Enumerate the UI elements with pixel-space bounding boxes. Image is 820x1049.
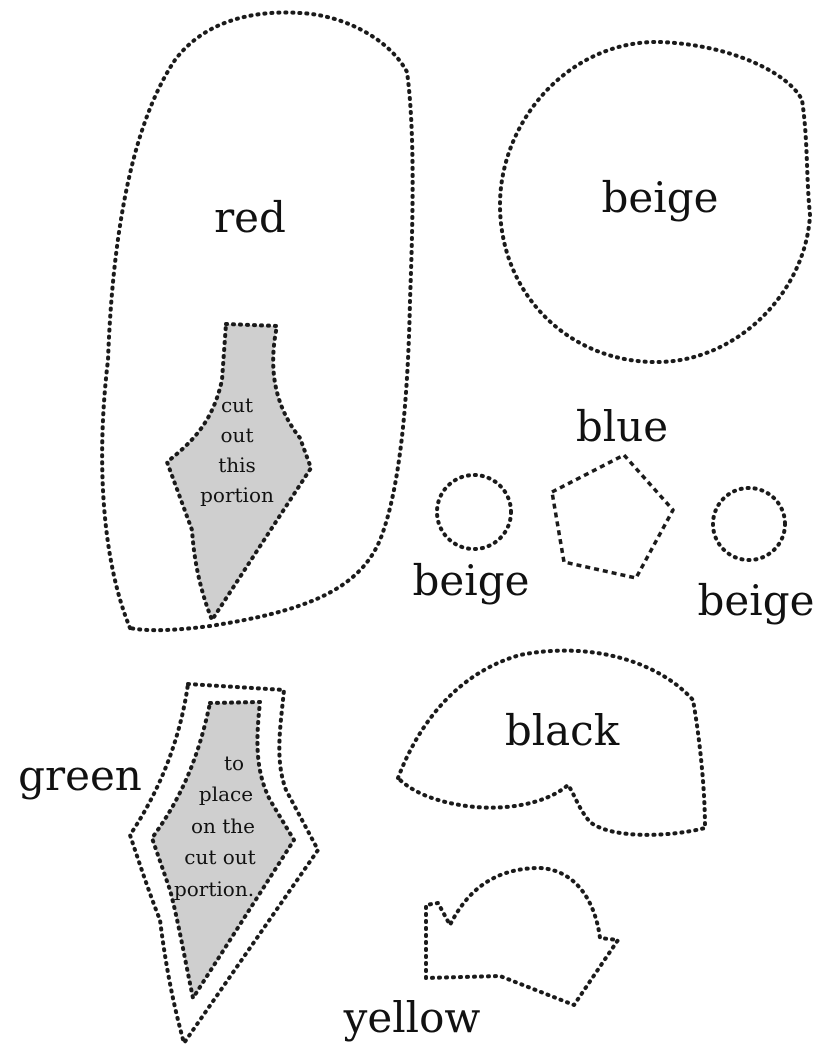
cutout-note-line-4: portion — [200, 483, 274, 507]
cutout-note-line-1: cut — [221, 393, 253, 417]
green-label: green — [18, 751, 142, 800]
blue-label: blue — [576, 402, 668, 451]
green-belly-piece: green to place on the cut out portion. — [18, 682, 320, 1045]
beige-eye-right-piece: beige — [698, 486, 815, 625]
red-label: red — [214, 193, 286, 242]
place-note-line-5: portion. — [174, 877, 254, 901]
beige-eye-right-outline — [711, 486, 787, 562]
beige-face-piece: beige — [498, 39, 812, 365]
beige-eye-left-piece: beige — [413, 473, 530, 605]
green-belly-outer-outline — [128, 682, 320, 1045]
cutout-shape — [165, 322, 313, 622]
blue-beak-piece: blue — [550, 402, 675, 580]
beige-face-label: beige — [602, 173, 719, 222]
place-note-line-4: cut out — [184, 845, 255, 869]
yellow-label: yellow — [343, 993, 481, 1042]
blue-beak-outline — [550, 453, 675, 580]
cutout-note-line-2: out — [221, 423, 254, 447]
red-head-piece: red — [100, 10, 415, 633]
black-label: black — [505, 706, 620, 755]
cutout-note-line-3: this — [218, 453, 256, 477]
place-note-line-1: to — [224, 751, 244, 775]
black-wing-outline — [396, 648, 707, 837]
green-belly-inner-shape — [150, 700, 296, 1000]
beige-eye-left-label: beige — [413, 556, 530, 605]
yellow-feet-outline — [424, 866, 620, 1007]
beige-eye-left-outline — [435, 473, 513, 551]
red-head-outline — [100, 10, 415, 633]
place-note-line-2: place — [199, 782, 253, 806]
black-wing-piece: black — [396, 648, 707, 837]
place-note-line-3: on the — [191, 814, 255, 838]
yellow-feet-piece: yellow — [343, 866, 620, 1042]
beige-face-outline — [498, 39, 812, 365]
beige-eye-right-label: beige — [698, 576, 815, 625]
cutout-portion: cut out this portion — [165, 322, 313, 622]
